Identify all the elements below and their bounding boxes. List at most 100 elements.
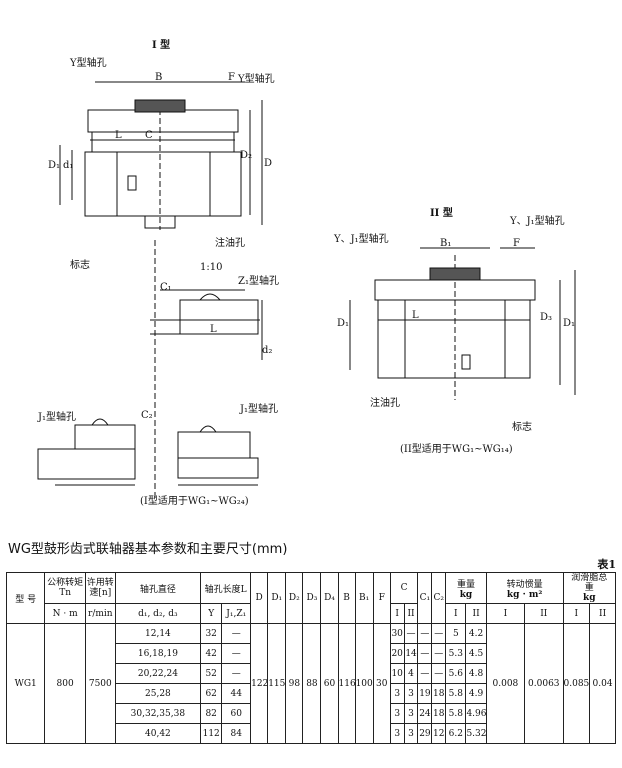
cell-bore: 25,28	[114, 683, 202, 704]
type1-title: I 型	[152, 40, 171, 51]
cell-wII: 4.9	[465, 683, 487, 704]
table-tag: 表1	[597, 558, 616, 571]
inertia-label: 转动惯量	[506, 579, 543, 590]
cell-c1: —	[417, 643, 433, 664]
cell-y: 52	[200, 663, 223, 684]
cell-speed: 7500	[84, 623, 116, 744]
th-w-ii: II	[465, 603, 487, 624]
cell-wI: 5.3	[445, 643, 467, 664]
table-title: WG型鼓形齿式联轴器基本参数和主要尺寸(mm)	[8, 542, 288, 557]
table-row: 25,28 62 44 3 3 19 18 5.8 4.9	[7, 683, 616, 704]
th-D: D	[250, 572, 269, 624]
cell-j: —	[221, 663, 252, 684]
cell-y: 82	[200, 703, 223, 724]
cell-y: 112	[200, 723, 223, 744]
cell-c2: 18	[431, 683, 447, 704]
dim-f2-label: F	[513, 238, 520, 249]
cell-bore: 40,42	[114, 723, 202, 744]
cell-D2: 98	[285, 623, 304, 744]
dim-b1-label: B₁	[440, 238, 452, 249]
table-row: 16,18,19 42 — 20 14 — — 5.3 4.5	[7, 643, 616, 664]
th-B1: B₁	[354, 572, 374, 624]
cell-wI: 5.8	[445, 683, 467, 704]
cell-j: —	[221, 643, 252, 664]
table-row: 20,22,24 52 — 10 4 — — 5.6 4.8	[7, 663, 616, 684]
cell-D3: 88	[302, 623, 322, 744]
th-bore: 轴孔直径	[114, 572, 202, 604]
th-bore-sub: d₁, d₂, d₃	[114, 603, 202, 624]
cell-c1: —	[417, 623, 433, 644]
cell-bore: 30,32,35,38	[114, 703, 202, 724]
dim-d-label: D	[264, 158, 273, 169]
cell-cII: 14	[403, 643, 419, 664]
cell-c1: 24	[417, 703, 433, 724]
th-D2: D₂	[285, 572, 304, 624]
cell-j: 60	[221, 703, 252, 724]
cell-model: WG1	[5, 623, 46, 744]
spec-table: 型 号 公称转矩Tn 许用转速[n] 轴孔直径 轴孔长度L D D₁ D₂ D₃…	[5, 572, 616, 744]
type1-body	[84, 151, 242, 217]
cell-c2: —	[431, 663, 447, 684]
weight-unit: kg	[459, 589, 473, 600]
mark2-label: 标志	[512, 422, 532, 433]
cell-B1: 100	[354, 623, 374, 744]
cell-grease-II: 0.04	[589, 623, 616, 744]
cell-cI: 20	[389, 643, 405, 664]
oil-hole-label: 注油孔	[215, 238, 245, 249]
dim-b-label: B	[155, 72, 163, 83]
th-D3: D₃	[302, 572, 322, 624]
dim-d1-label: D₁	[48, 160, 61, 171]
oil-hole2-label: 注油孔	[370, 398, 400, 409]
dim-db-label: D₁	[563, 318, 576, 329]
th-length: 轴孔长度L	[200, 572, 252, 604]
th-B: B	[337, 572, 356, 624]
cell-D1: 115	[267, 623, 287, 744]
j1-hole-right-label: J₁型轴孔	[240, 404, 279, 415]
dim-d1-small-label: d₁	[63, 160, 74, 171]
z1-hole-label: Z₁型轴孔	[238, 276, 279, 287]
cell-cI: 3	[389, 723, 405, 744]
th-torque: 公称转矩Tn	[44, 572, 86, 604]
cell-j: —	[221, 623, 252, 644]
th-F: F	[372, 572, 391, 624]
cell-wII: 5.32	[465, 723, 487, 744]
yj-hole-right-label: Y、J₁型轴孔	[510, 216, 565, 227]
cell-D: 122	[250, 623, 269, 744]
cell-wI: 5	[445, 623, 467, 644]
weight-label: 重量	[456, 579, 475, 590]
cell-j: 84	[221, 723, 252, 744]
type2-body	[377, 299, 531, 379]
cell-wI: 6.2	[445, 723, 467, 744]
cell-cII: 4	[403, 663, 419, 684]
y-hole-right-label: Y型轴孔	[238, 74, 275, 85]
cell-cI: 10	[389, 663, 405, 684]
inertia-unit: kg · m²	[506, 589, 543, 600]
th-D4: D₄	[320, 572, 339, 624]
cell-cII: —	[403, 623, 419, 644]
cell-inertia-II: 0.0063	[524, 623, 564, 744]
cell-B: 116	[337, 623, 356, 744]
cell-wII: 4.5	[465, 643, 487, 664]
th-torque-unit: N · m	[44, 603, 86, 624]
j1-hole-left-label: J₁型轴孔	[38, 412, 77, 423]
cell-cI: 3	[389, 703, 405, 724]
table-row: WG1 800 7500 12,14 32 — 122 115 98 88 60…	[5, 623, 616, 744]
dim-l1-label: L	[210, 324, 217, 335]
cell-cII: 3	[403, 703, 419, 724]
th-speed-unit: r/min	[84, 603, 116, 624]
taper-label: 1:10	[200, 262, 223, 273]
th-in-ii: II	[524, 603, 564, 624]
cell-wII: 4.96	[465, 703, 487, 724]
cell-bore: 20,22,24	[114, 663, 202, 684]
type1-sleeve-top	[87, 109, 239, 133]
cell-c1: 19	[417, 683, 433, 704]
th-g-ii: II	[589, 603, 616, 624]
cell-wII: 4.8	[465, 663, 487, 684]
cell-torque: 800	[44, 623, 86, 744]
table-row: 40,42 112 84 3 3 29 12 6.2 5.32	[7, 723, 616, 744]
cell-c1: —	[417, 663, 433, 684]
cell-j: 44	[221, 683, 252, 704]
th-w-i: I	[445, 603, 467, 624]
